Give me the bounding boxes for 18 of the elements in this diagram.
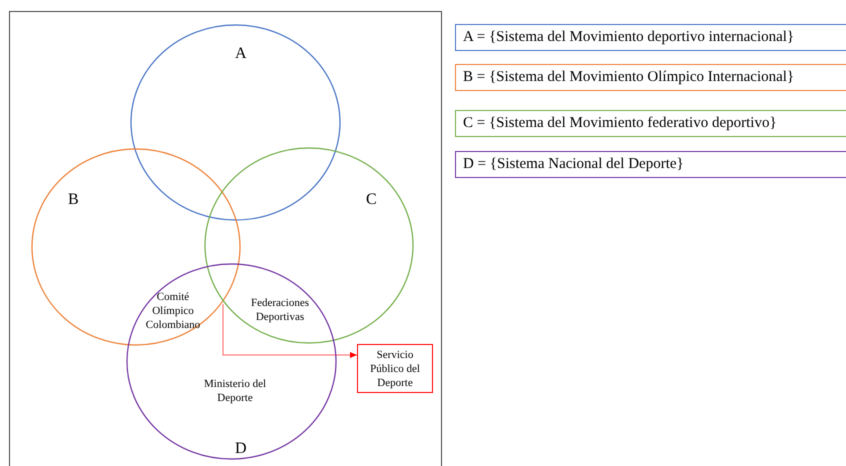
- legend-box: [455, 24, 846, 51]
- set-definition: C = {Sistema del Movimiento federativo deportivo}: [463, 116, 777, 131]
- set-letter: D: [235, 441, 247, 457]
- set-letter: A: [235, 46, 247, 62]
- legend-box: [455, 110, 846, 137]
- legend-box: [455, 151, 846, 178]
- arrow: [222, 304, 358, 358]
- set-definition: A = {Sistema del Movimiento deportivo internacional}: [463, 30, 794, 45]
- set-definition: D = {Sistema Nacional del Deporte}: [463, 157, 684, 172]
- set-letter: B: [68, 192, 79, 208]
- region-label: Ministerio del Deporte: [202, 377, 268, 405]
- set-letter: C: [366, 192, 377, 208]
- service-box: [357, 344, 433, 393]
- set-definition: B = {Sistema del Movimiento Olímpico Internacional}: [463, 70, 794, 85]
- box-text: Servicio Público del Deporte: [369, 348, 421, 390]
- region-label: Federaciones Deportivas: [250, 296, 310, 324]
- legend-box: [455, 64, 846, 91]
- region-label: Comité Olímpico Colombiano: [144, 290, 202, 332]
